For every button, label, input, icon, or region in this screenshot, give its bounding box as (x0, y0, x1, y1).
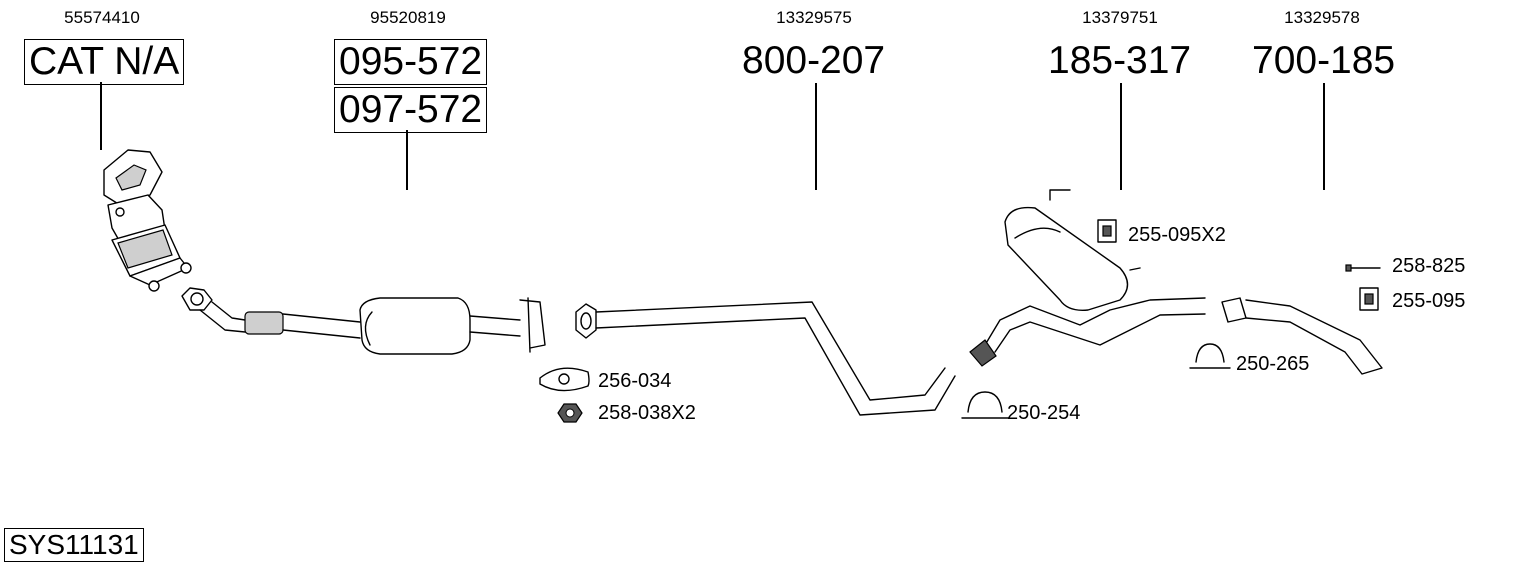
tail-pipe-icon[interactable] (1221, 297, 1383, 375)
nut-icon[interactable] (557, 403, 583, 423)
part-code-catalytic[interactable]: CAT N/A (24, 39, 185, 85)
part-code-middle-pipe[interactable]: 800-207 (742, 39, 886, 82)
part-code-tail-pipe[interactable]: 700-185 (1252, 39, 1396, 82)
catalytic-converter-icon[interactable] (103, 149, 192, 292)
front-silencer-icon[interactable] (359, 297, 546, 355)
accessory-label-gasket[interactable]: 256-034 (598, 370, 672, 392)
gasket-icon[interactable] (539, 367, 590, 392)
front-pipe-icon[interactable] (181, 287, 361, 339)
accessory-label-clamp-b[interactable]: 250-265 (1236, 353, 1310, 375)
rubber-mount-icon[interactable] (1097, 219, 1117, 243)
clamp-icon[interactable] (961, 391, 1009, 419)
accessory-label-clamp-a[interactable]: 250-254 (1007, 402, 1081, 424)
middle-pipe-icon[interactable] (575, 301, 956, 416)
oe-number-middle-pipe: 13329575 (776, 8, 852, 27)
clamp-icon-b[interactable] (1189, 343, 1231, 369)
oe-number-tail-pipe: 13329578 (1284, 8, 1360, 27)
part-code-front-silencer-b[interactable]: 097-572 (334, 87, 488, 133)
oe-number-catalytic: 55574410 (64, 8, 140, 27)
oe-number-front-silencer: 95520819 (370, 8, 446, 27)
accessory-label-nut[interactable]: 258-038X2 (598, 402, 696, 424)
part-code-center-silencer[interactable]: 185-317 (1048, 39, 1192, 82)
oe-number-center-silencer: 13379751 (1082, 8, 1158, 27)
rubber-mount-icon-b[interactable] (1359, 287, 1379, 311)
accessory-label-rubber-mount-a[interactable]: 255-095X2 (1128, 224, 1226, 246)
part-code-front-silencer-a[interactable]: 095-572 (334, 39, 488, 85)
bolt-icon[interactable] (1345, 264, 1381, 272)
system-code: SYS11131 (4, 528, 144, 562)
center-silencer-icon[interactable] (969, 189, 1206, 367)
accessory-label-bolt[interactable]: 258-825 (1392, 255, 1466, 277)
accessory-label-rubber-mount-b[interactable]: 255-095 (1392, 290, 1466, 312)
